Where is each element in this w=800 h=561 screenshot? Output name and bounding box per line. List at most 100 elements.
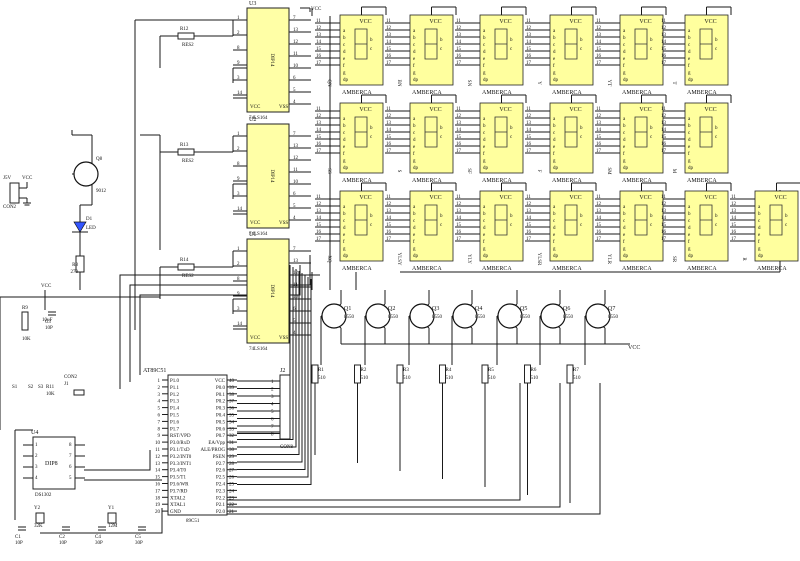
mcu-pin-name: P0.6 xyxy=(216,427,226,432)
segment-pin-number: 17 xyxy=(596,61,602,66)
rtc-pin-number: 6 xyxy=(69,465,72,470)
mcu-pin-name: P3.0/RxD xyxy=(170,441,190,446)
mcu-pin-number: 39 xyxy=(229,386,235,391)
segment-letter: g xyxy=(623,247,626,252)
display-vcc-label: VCC xyxy=(359,19,371,25)
segment-pin-number: 14 xyxy=(661,216,667,221)
segment-pin-number: 15 xyxy=(386,47,392,52)
segment-letter: a xyxy=(758,205,761,210)
segment-pin-number: 15 xyxy=(316,47,322,52)
display-name: M xyxy=(671,169,676,174)
display-name: SS xyxy=(326,168,331,174)
pin-number: 12 xyxy=(293,156,299,161)
segment-pin-number: 11 xyxy=(316,107,321,112)
seven-segment-display xyxy=(619,190,664,262)
segment-letter: b xyxy=(715,38,718,43)
segment-letter: c xyxy=(623,219,626,224)
mcu-pin-name: P0.5 xyxy=(216,420,226,425)
mcu-pin-number: 34 xyxy=(229,420,235,425)
segment-letter: b xyxy=(483,124,486,129)
segment-letter: c xyxy=(413,219,416,224)
pin-number: 1 xyxy=(237,16,240,21)
segment-letter: g xyxy=(688,247,691,252)
segment-letter: d xyxy=(483,50,486,55)
digit-glyph xyxy=(699,204,713,236)
mcu-pin-name: P1.5 xyxy=(170,414,180,419)
segment-pin-number: 17 xyxy=(526,61,532,66)
j1-ref: J1 xyxy=(64,382,69,387)
display-part-label: AMBERCA xyxy=(757,266,787,272)
crystal-y1-value: 12M xyxy=(108,524,118,529)
segment-letter: b xyxy=(650,214,653,219)
segment-pin-number: 11 xyxy=(456,19,461,24)
segment-pin-number: 12 xyxy=(596,114,602,119)
segment-pin-number: 15 xyxy=(526,135,532,140)
display-name: SR xyxy=(671,256,676,263)
segment-pin-number: 17 xyxy=(596,237,602,242)
segment-letter: a xyxy=(413,29,416,34)
segment-letter: b xyxy=(650,38,653,43)
capacitor-ref: C4 xyxy=(95,535,101,540)
segment-letter: f xyxy=(688,240,690,245)
shift-register-part: 74LS164 xyxy=(249,232,268,237)
transistor-part: 8550 xyxy=(432,315,443,320)
vcc-rail-label: VCC xyxy=(628,345,640,351)
segment-letter: f xyxy=(758,240,760,245)
segment-letter: c xyxy=(623,131,626,136)
pin-number: 4 xyxy=(293,331,296,336)
base-resistor xyxy=(311,364,319,384)
segment-letter: dp xyxy=(343,78,349,83)
transistor-q1 xyxy=(321,303,347,329)
pin-number: 3 xyxy=(237,307,240,312)
transistor-ref: Q1 xyxy=(344,306,351,312)
segment-letter: d xyxy=(623,50,626,55)
rtc-pkg: DIP8 xyxy=(45,461,58,467)
segment-pin-number: 14 xyxy=(386,40,392,45)
display-part-label: AMBERCA xyxy=(687,266,717,272)
segment-letter: b xyxy=(553,212,556,217)
resistor-r9 xyxy=(21,311,29,331)
transistor-ref: Q3 xyxy=(432,306,439,312)
segment-pin-number: 11 xyxy=(596,19,601,24)
seven-segment-display xyxy=(619,14,664,86)
base-resistor-value: 510 xyxy=(488,376,496,381)
segment-letter: dp xyxy=(623,254,629,259)
segment-letter: g xyxy=(623,71,626,76)
display-name: S xyxy=(396,170,401,173)
display-name: YLSR xyxy=(536,253,541,266)
segment-letter: d xyxy=(343,50,346,55)
rtc-ref: U4 xyxy=(31,430,38,436)
segment-letter: d xyxy=(688,50,691,55)
segment-pin-number: 12 xyxy=(596,202,602,207)
segment-letter: b xyxy=(343,124,346,129)
segment-pin-number: 12 xyxy=(386,202,392,207)
pin-number: 2 xyxy=(237,147,240,152)
display-vcc-label: VCC xyxy=(359,107,371,113)
digit-glyph xyxy=(564,116,578,148)
mcu-pin-name: P0.4 xyxy=(216,414,226,419)
segment-letter: dp xyxy=(413,254,419,259)
segment-pin-number: 12 xyxy=(526,26,532,31)
segment-pin-number: 15 xyxy=(526,223,532,228)
pin-number: 11 xyxy=(293,168,298,173)
segment-letter: f xyxy=(343,240,345,245)
segment-pin-number: 17 xyxy=(661,237,667,242)
bus-wire xyxy=(237,279,312,485)
digit-glyph xyxy=(424,28,438,60)
segment-letter: a xyxy=(553,117,556,122)
transistor-ref: Q7 xyxy=(608,306,615,312)
segment-letter: b xyxy=(510,38,513,43)
mcu-pin-name: P3.4/T0 xyxy=(170,469,186,474)
seven-segment-display xyxy=(684,190,729,262)
segment-letter: b xyxy=(623,36,626,41)
segment-letter: a xyxy=(413,117,416,122)
pin-number: 5 xyxy=(293,88,296,93)
segment-letter: g xyxy=(413,247,416,252)
segment-letter: c xyxy=(715,223,718,228)
segment-pin-number: 13 xyxy=(661,121,667,126)
segment-letter: b xyxy=(623,124,626,129)
segment-letter: c xyxy=(510,47,513,52)
segment-pin-number: 13 xyxy=(596,33,602,38)
segment-pin-number: 14 xyxy=(316,40,322,45)
